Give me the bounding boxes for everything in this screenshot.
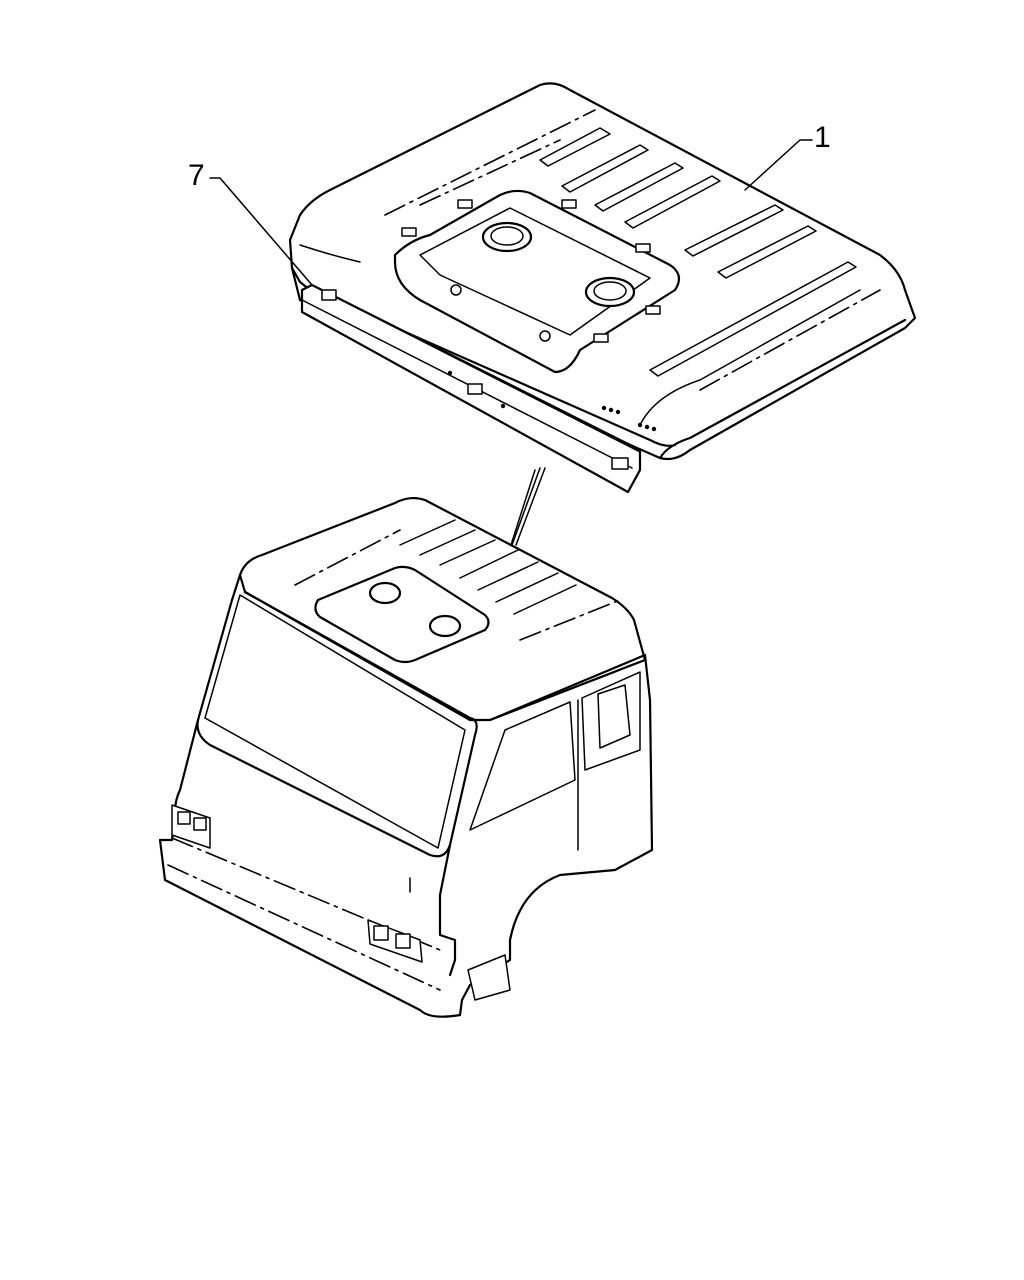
assembly-arrow bbox=[509, 467, 546, 549]
callout-label-1: 1 bbox=[814, 121, 831, 154]
cab-body bbox=[158, 496, 654, 1018]
callout-leaders bbox=[209, 139, 813, 286]
roof-panel bbox=[288, 82, 917, 461]
callout-label-7: 7 bbox=[188, 159, 205, 192]
